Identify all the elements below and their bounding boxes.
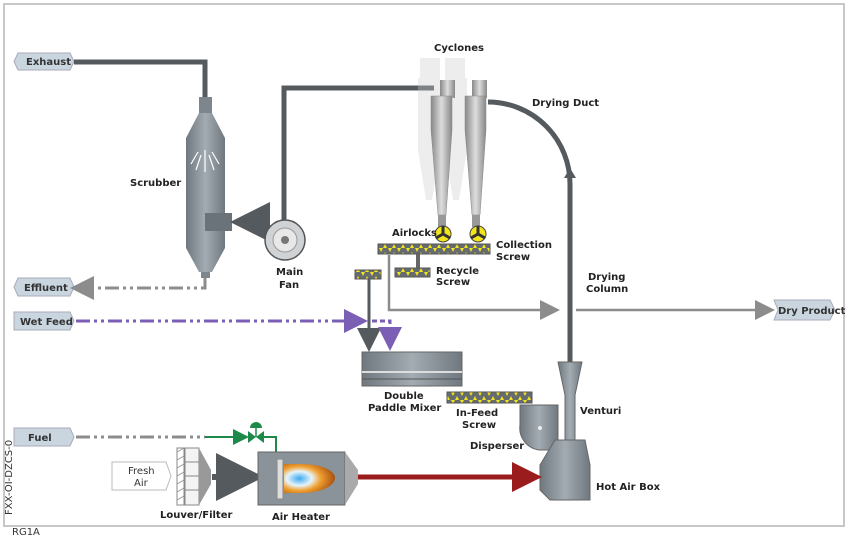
spray-nozzle-icon — [190, 150, 220, 172]
airlock-icon — [469, 225, 487, 243]
double-paddle-mixer — [361, 351, 463, 387]
effluent-line — [70, 276, 207, 300]
frame-border — [3, 3, 845, 527]
in-feed-screw-label-2: Screw — [462, 420, 496, 431]
venturi-label: Venturi — [580, 406, 621, 417]
airlock-icon — [434, 225, 452, 243]
main-fan-label: Main — [276, 267, 303, 278]
recycle-screw-label-2: Screw — [436, 277, 470, 288]
mixer-label-2: Paddle Mixer — [368, 403, 441, 414]
scrubber — [186, 97, 232, 278]
feed-screw — [354, 269, 382, 280]
drying-column-label-2: Column — [586, 284, 628, 295]
air-heater — [257, 451, 358, 506]
document-code: FXX-OI-DZCS-0 — [4, 440, 15, 515]
svg-text:Dry Product: Dry Product — [778, 306, 846, 317]
main-fan — [264, 219, 306, 261]
hot-air-box-label: Hot Air Box — [596, 482, 661, 493]
svg-text:Wet Feed: Wet Feed — [20, 317, 73, 328]
svg-text:Fresh: Fresh — [128, 466, 155, 477]
flow-arrow-up-icon — [564, 168, 576, 178]
in-feed-screw-label: In-Feed — [456, 408, 498, 419]
cyclones-label: Cyclones — [434, 43, 484, 54]
dry-product-tag: Dry Product — [773, 299, 846, 321]
scrubber-label: Scrubber — [130, 178, 181, 189]
flame-icon — [284, 464, 335, 493]
drying-column-label: Drying — [588, 272, 625, 283]
fan-suction-duct — [281, 85, 434, 240]
disperser-label: Disperser — [470, 441, 524, 452]
air-heater-label: Air Heater — [272, 512, 330, 523]
airlocks-label: Airlocks — [392, 228, 437, 239]
disperser — [519, 404, 559, 451]
collection-screw-label-2: Screw — [496, 252, 530, 263]
exhaust-duct — [74, 59, 208, 98]
drying-duct — [487, 99, 573, 362]
fuel-tag: Fuel — [13, 427, 75, 447]
svg-text:Air: Air — [134, 478, 149, 489]
burner-fuel-line — [264, 436, 277, 458]
louver-filter-label: Louver/Filter — [160, 510, 232, 521]
svg-text:Fuel: Fuel — [28, 433, 52, 444]
exhaust-tag: Exhaust — [13, 52, 75, 71]
main-fan-label-2: Fan — [279, 280, 299, 291]
collection-screw-label: Collection — [496, 240, 552, 251]
svg-text:Exhaust: Exhaust — [26, 57, 71, 68]
wet-feed-drop — [372, 319, 402, 351]
ref-code: RG1A — [12, 527, 40, 538]
effluent-tag: Effluent — [13, 277, 75, 297]
cyclone-1 — [430, 80, 455, 227]
mixer-label: Double — [384, 391, 424, 402]
cyclone-2 — [464, 80, 487, 227]
collection-screw — [377, 243, 491, 255]
wet-feed-tag: Wet Feed — [13, 311, 75, 331]
control-valve-icon — [248, 422, 264, 443]
recycle-screw-label: Recycle — [436, 266, 479, 277]
product-line — [387, 255, 560, 320]
drying-duct-label: Drying Duct — [532, 98, 599, 109]
recycle-screw — [394, 267, 431, 278]
venturi — [557, 361, 583, 441]
svg-text:Effluent: Effluent — [24, 283, 68, 294]
louver-filter — [176, 447, 211, 506]
fresh-air-tag: Fresh Air — [111, 461, 172, 491]
in-feed-screw — [446, 391, 533, 404]
